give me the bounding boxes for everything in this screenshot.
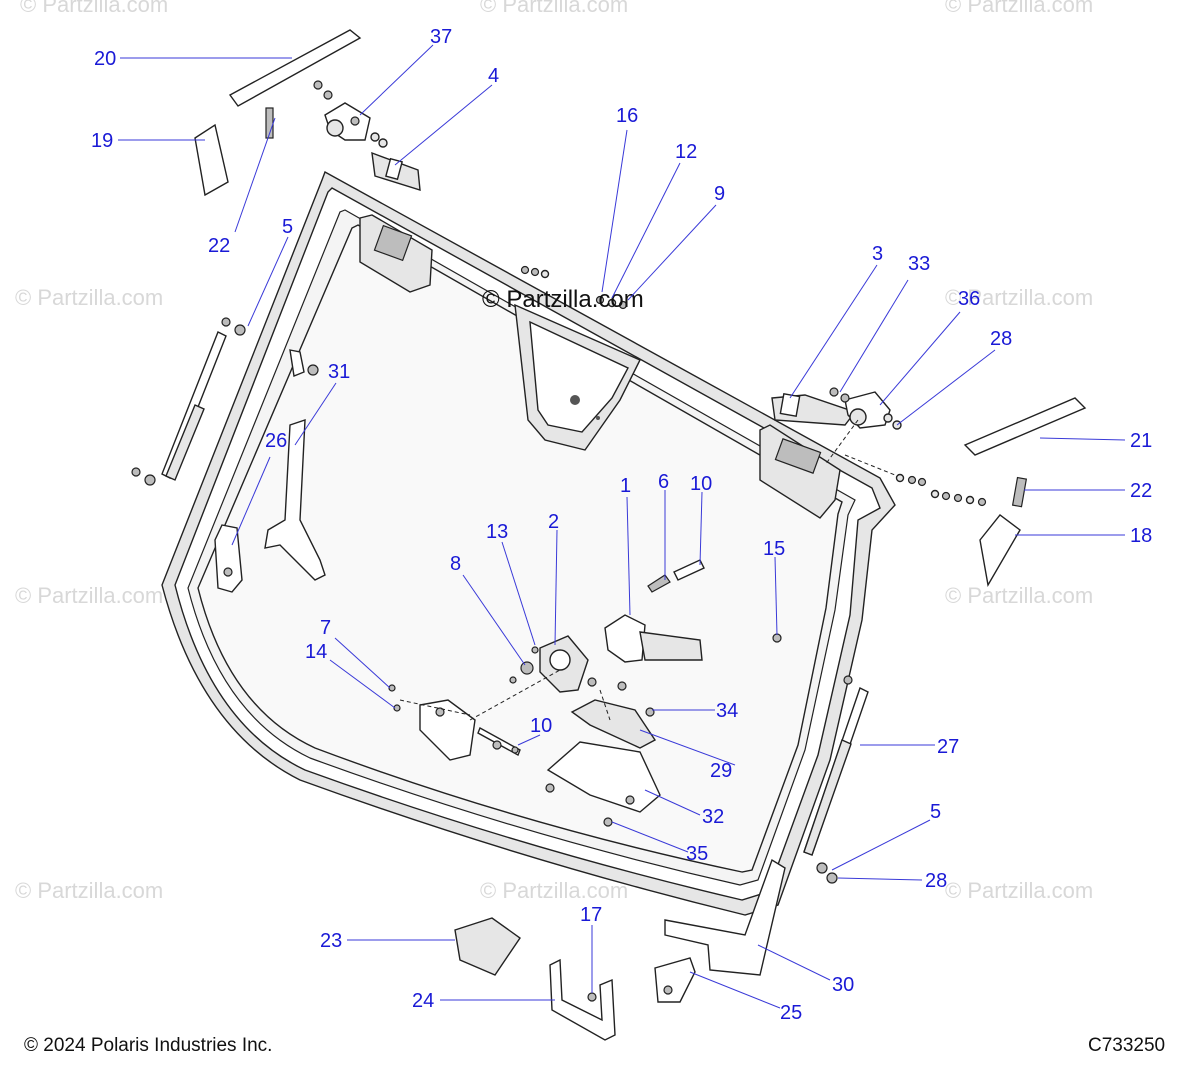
callout-32: 32 (702, 806, 724, 828)
callout-34: 34 (716, 700, 738, 722)
watermark: © Partzilla.com (945, 878, 1093, 903)
callout-5: 5 (282, 216, 293, 238)
watermark: © Partzilla.com (480, 0, 628, 17)
callout-5-right: 5 (930, 801, 941, 823)
latch-assembly (509, 559, 705, 693)
leader-lines (118, 44, 1126, 1009)
callout-37: 37 (430, 26, 452, 48)
callout-22-right: 22 (1130, 480, 1152, 502)
callout-13: 13 (486, 521, 508, 543)
part-29-striker (570, 699, 657, 749)
callout-3: 3 (872, 243, 883, 265)
callout-9: 9 (714, 183, 725, 205)
part-37-hinge (313, 80, 388, 148)
callout-28-right: 28 (925, 870, 947, 892)
callout-23: 23 (320, 930, 342, 952)
callout-36: 36 (958, 288, 980, 310)
watermarks: © Partzilla.com © Partzilla.com © Partzi… (15, 0, 1093, 903)
callout-8: 8 (450, 553, 461, 575)
part-18-pad (979, 514, 1021, 588)
callout-24: 24 (412, 990, 434, 1012)
callout-2: 2 (548, 511, 559, 533)
part-32-cover (546, 741, 661, 813)
callout-31: 31 (328, 361, 350, 383)
watermark: © Partzilla.com (15, 878, 163, 903)
callout-18: 18 (1130, 525, 1152, 547)
watermark: © Partzilla.com (15, 583, 163, 608)
callout-17: 17 (580, 904, 602, 926)
callout-25: 25 (780, 1002, 802, 1024)
left-lock-bracket (419, 699, 476, 761)
callout-10: 10 (530, 715, 552, 737)
callout-30: 30 (832, 974, 854, 996)
watermark: © Partzilla.com (15, 285, 163, 310)
callout-7: 7 (320, 617, 331, 639)
part-22-strip-right (1011, 476, 1028, 508)
diagram-code: C733250 (1088, 1035, 1166, 1056)
part-20-strip (963, 397, 1087, 456)
callout-19: 19 (91, 130, 113, 152)
callout-6: 6 (658, 471, 669, 493)
partzilla-watermark: © Partzilla.com (482, 286, 644, 313)
watermark: © Partzilla.com (945, 285, 1093, 310)
callout-16: 16 (616, 105, 638, 127)
watermark: © Partzilla.com (480, 878, 628, 903)
callout-11: 10 (690, 473, 712, 495)
callout-28: 28 (990, 328, 1012, 350)
part-25-bracket (654, 957, 696, 1003)
callout-35: 35 (686, 843, 708, 865)
part-23-pad (454, 917, 521, 976)
callout-15: 15 (763, 538, 785, 560)
gas-strut-right (803, 675, 869, 884)
callout-27: 27 (937, 736, 959, 758)
watermark: © Partzilla.com (945, 583, 1093, 608)
copyright-notice: © 2024 Polaris Industries Inc. (24, 1035, 273, 1056)
callout-12: 12 (675, 141, 697, 163)
watermark: © Partzilla.com (20, 0, 168, 17)
callout-4: 4 (488, 65, 499, 87)
callout-14: 14 (305, 641, 327, 663)
gas-strut-left (131, 317, 246, 486)
callout-33: 33 (908, 253, 930, 275)
callout-22: 22 (208, 235, 230, 257)
part-30-bracket (664, 858, 786, 976)
callouts: 20 37 4 19 22 5 16 12 9 3 33 36 28 21 22… (91, 26, 1152, 1024)
part-36-hinge (829, 387, 902, 430)
callout-21: 20 (94, 48, 116, 70)
center-fasteners (520, 265, 628, 310)
part-24-bracket (549, 958, 616, 1041)
callout-26: 26 (265, 430, 287, 452)
callout-1: 1 (620, 475, 631, 497)
part-21-strip (228, 29, 362, 107)
callout-20: 21 (1130, 430, 1152, 452)
part-19-pad (194, 123, 229, 197)
watermark: © Partzilla.com (945, 0, 1093, 17)
right-fasteners (895, 473, 987, 507)
callout-29: 29 (710, 760, 732, 782)
